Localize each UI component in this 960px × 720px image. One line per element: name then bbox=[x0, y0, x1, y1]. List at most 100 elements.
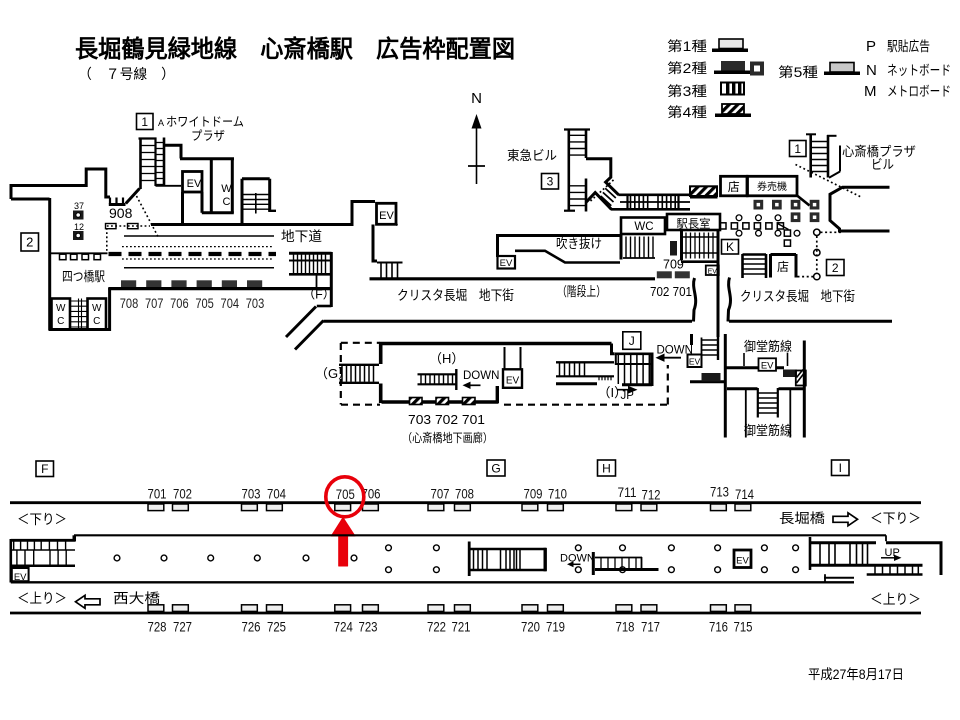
svg-text:715: 715 bbox=[734, 620, 753, 635]
svg-text:（心斎橋地下画廊）: （心斎橋地下画廊） bbox=[402, 430, 493, 445]
svg-text:店: 店 bbox=[777, 260, 789, 274]
svg-text:＜上り＞: ＜上り＞ bbox=[870, 592, 921, 607]
svg-text:706: 706 bbox=[170, 296, 189, 311]
svg-text:（I）: （I） bbox=[598, 385, 628, 400]
svg-text:703: 703 bbox=[242, 487, 261, 502]
svg-text:WC: WC bbox=[634, 221, 653, 233]
svg-text:F: F bbox=[41, 462, 48, 476]
svg-text:＜上り＞: ＜上り＞ bbox=[17, 591, 67, 606]
svg-text:G: G bbox=[491, 461, 500, 475]
svg-text:JP: JP bbox=[621, 390, 635, 402]
svg-text:714: 714 bbox=[735, 487, 754, 502]
svg-text:地下道: 地下道 bbox=[281, 229, 322, 244]
svg-text:712: 712 bbox=[642, 488, 661, 503]
svg-text:ネットボード: ネットボード bbox=[887, 63, 951, 78]
svg-text:メトロボード: メトロボード bbox=[887, 84, 951, 99]
svg-text:705: 705 bbox=[195, 296, 214, 311]
svg-text:711: 711 bbox=[618, 485, 637, 500]
svg-text:704: 704 bbox=[221, 296, 240, 311]
svg-text:723: 723 bbox=[359, 620, 378, 635]
svg-text:第4種: 第4種 bbox=[667, 104, 708, 120]
svg-text:708: 708 bbox=[120, 296, 139, 311]
svg-text:EV: EV bbox=[736, 556, 749, 567]
svg-text:第3種: 第3種 bbox=[667, 83, 708, 99]
svg-text:店: 店 bbox=[728, 180, 740, 194]
svg-text:W: W bbox=[221, 183, 232, 195]
svg-text:706: 706 bbox=[362, 487, 381, 502]
svg-text:EV: EV bbox=[761, 360, 774, 371]
svg-text:702: 702 bbox=[173, 487, 192, 502]
svg-text:EV: EV bbox=[14, 572, 27, 583]
svg-text:N: N bbox=[866, 62, 877, 79]
svg-text:716: 716 bbox=[709, 620, 728, 635]
svg-text:721: 721 bbox=[452, 620, 471, 635]
svg-text:吹き抜け: 吹き抜け bbox=[556, 236, 602, 251]
svg-text:W: W bbox=[92, 303, 102, 314]
svg-text:I: I bbox=[839, 461, 842, 475]
svg-text:DOWN: DOWN bbox=[560, 553, 595, 565]
svg-text:37: 37 bbox=[74, 201, 84, 211]
svg-text:N: N bbox=[471, 90, 482, 107]
svg-text:709: 709 bbox=[524, 487, 543, 502]
svg-text:（ ７号線 ）: （ ７号線 ） bbox=[78, 66, 175, 82]
svg-text:第5種: 第5種 bbox=[778, 64, 819, 80]
svg-text:707: 707 bbox=[145, 296, 164, 311]
svg-text:703 702 701: 703 702 701 bbox=[408, 412, 485, 427]
svg-text:西大橋: 西大橋 bbox=[113, 591, 161, 606]
svg-text:722: 722 bbox=[427, 620, 446, 635]
svg-text:＜下り＞: ＜下り＞ bbox=[17, 512, 67, 527]
svg-text:東急ビル: 東急ビル bbox=[507, 148, 557, 163]
svg-text:心斎橋プラザ: 心斎橋プラザ bbox=[842, 144, 916, 159]
svg-text:第1種: 第1種 bbox=[667, 38, 708, 54]
svg-text:A: A bbox=[158, 118, 164, 128]
svg-text:EV: EV bbox=[500, 258, 513, 269]
svg-text:3: 3 bbox=[547, 175, 554, 189]
svg-text:四つ橋駅: 四つ橋駅 bbox=[62, 269, 105, 284]
svg-text:（階段上）: （階段上） bbox=[557, 284, 606, 299]
svg-text:2: 2 bbox=[26, 235, 33, 250]
svg-text:（F）: （F） bbox=[303, 288, 336, 302]
svg-text:719: 719 bbox=[546, 620, 565, 635]
svg-text:券売機: 券売機 bbox=[757, 180, 787, 193]
svg-text:EV: EV bbox=[379, 210, 394, 222]
svg-text:707: 707 bbox=[431, 487, 450, 502]
svg-text:（G）: （G） bbox=[315, 366, 351, 381]
svg-text:705: 705 bbox=[336, 487, 355, 502]
svg-text:クリスタ長堀 地下街: クリスタ長堀 地下街 bbox=[397, 288, 514, 303]
svg-text:726: 726 bbox=[242, 620, 261, 635]
svg-text:御堂筋線: 御堂筋線 bbox=[744, 423, 792, 438]
svg-text:ホワイトドーム: ホワイトドーム bbox=[166, 115, 244, 129]
svg-text:C: C bbox=[93, 316, 100, 327]
svg-text:第2種: 第2種 bbox=[667, 60, 708, 76]
svg-text:駅長室: 駅長室 bbox=[677, 217, 711, 231]
svg-text:12: 12 bbox=[74, 222, 84, 232]
svg-text:717: 717 bbox=[641, 620, 660, 635]
svg-text:P: P bbox=[866, 38, 876, 55]
svg-text:703: 703 bbox=[246, 296, 265, 311]
svg-text:（H）: （H） bbox=[429, 351, 464, 366]
svg-text:平成27年8月17日: 平成27年8月17日 bbox=[808, 667, 904, 682]
svg-text:EV: EV bbox=[689, 357, 701, 367]
svg-text:702 701: 702 701 bbox=[650, 284, 692, 299]
svg-text:1: 1 bbox=[794, 142, 801, 156]
svg-text:713: 713 bbox=[710, 485, 729, 500]
svg-text:J: J bbox=[629, 334, 635, 348]
svg-text:1: 1 bbox=[141, 115, 148, 129]
svg-text:K: K bbox=[726, 240, 734, 254]
svg-text:724: 724 bbox=[334, 620, 353, 635]
svg-text:DOWN: DOWN bbox=[657, 345, 693, 357]
svg-text:C: C bbox=[57, 316, 64, 327]
svg-text:718: 718 bbox=[616, 620, 635, 635]
svg-text:長堀橋: 長堀橋 bbox=[779, 511, 826, 526]
svg-text:709: 709 bbox=[663, 258, 684, 272]
svg-text:ビル: ビル bbox=[871, 157, 894, 172]
svg-text:2: 2 bbox=[832, 261, 839, 275]
svg-text:720: 720 bbox=[521, 620, 540, 635]
svg-text:704: 704 bbox=[267, 487, 286, 502]
svg-text:727: 727 bbox=[173, 620, 192, 635]
svg-text:クリスタ長堀 地下街: クリスタ長堀 地下街 bbox=[740, 289, 855, 304]
svg-text:C: C bbox=[223, 196, 231, 208]
svg-text:701: 701 bbox=[148, 487, 167, 502]
svg-text:M: M bbox=[864, 83, 877, 100]
svg-text:708: 708 bbox=[455, 487, 474, 502]
